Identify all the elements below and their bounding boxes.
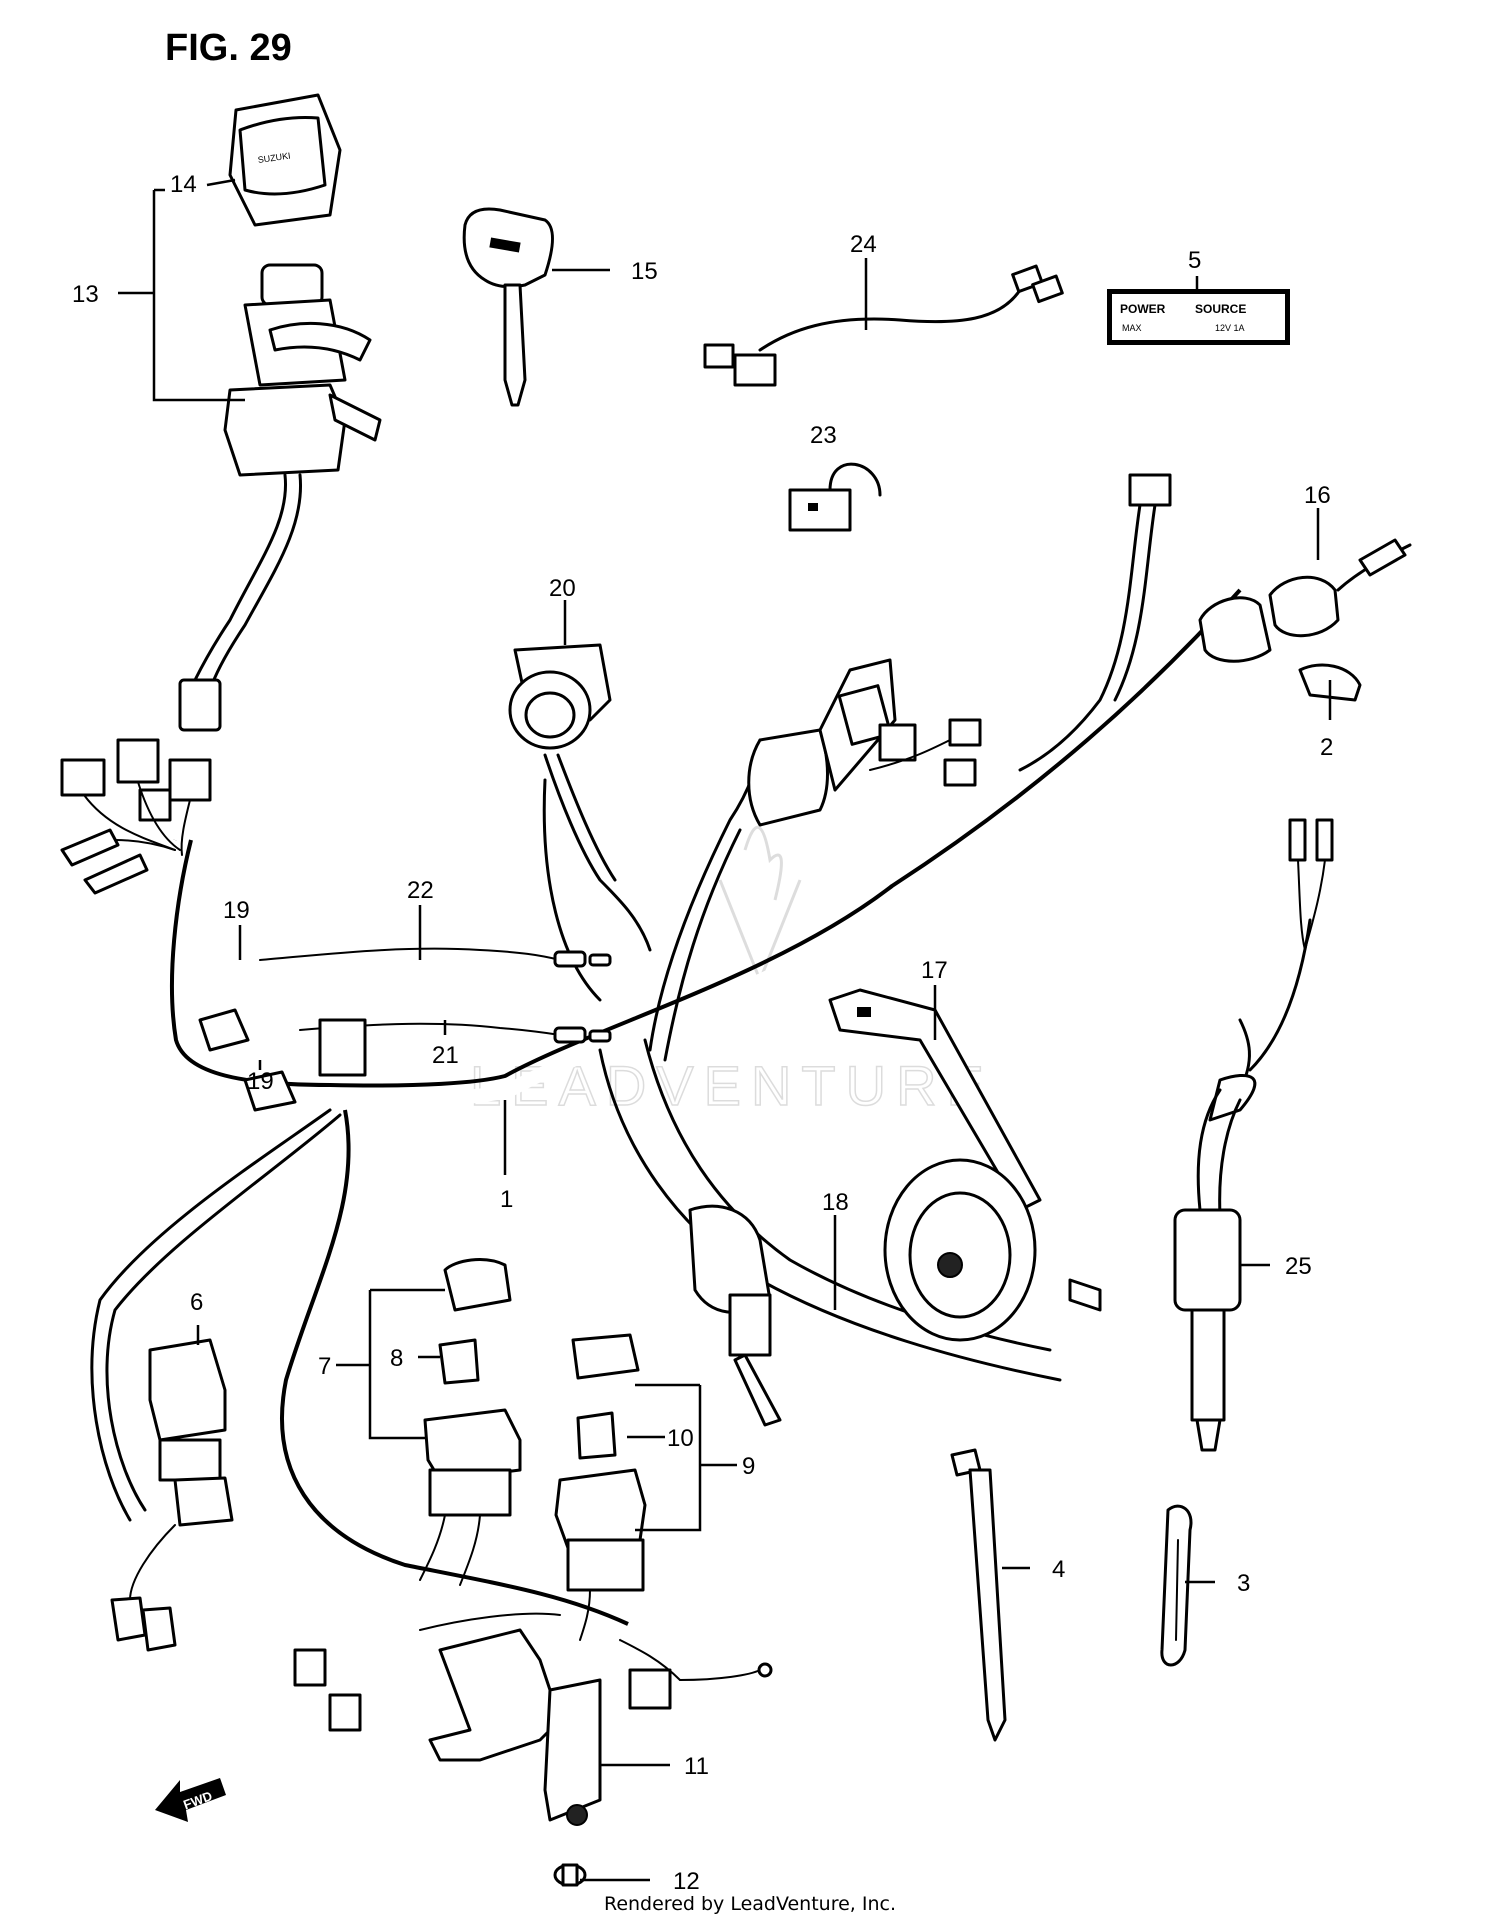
callout-10: 10: [667, 1425, 694, 1452]
horn: [828, 988, 1102, 1342]
callout-17: 17: [921, 957, 948, 984]
ignition-switch: SUZUKI: [178, 93, 382, 732]
svg-text:SOURCE: SOURCE: [1195, 302, 1246, 316]
ignition-key: [462, 207, 554, 407]
callout-4: 4: [1052, 1556, 1065, 1583]
clamp-3: [1160, 1504, 1193, 1667]
lead-wires: [198, 947, 612, 1112]
main-wiring-harness: [90, 588, 1256, 1647]
fwd-arrow: FWD: [155, 1778, 226, 1822]
callout-8: 8: [390, 1345, 403, 1372]
callout-20: 20: [549, 575, 576, 602]
callout-6: 6: [190, 1289, 203, 1316]
svg-text:12V 1A: 12V 1A: [1215, 323, 1245, 333]
callout-24: 24: [850, 231, 877, 258]
callout-19b: 19: [247, 1068, 274, 1095]
callout-11: 11: [684, 1753, 709, 1780]
callout-19a: 19: [223, 897, 250, 924]
callout-21: 21: [432, 1042, 459, 1069]
relay-7: [419, 1258, 522, 1586]
lead-wire-24: [703, 264, 1064, 387]
key-cover-logo: SUZUKI: [257, 151, 291, 165]
bracket-11: [293, 1612, 773, 1887]
relay-9: [554, 1333, 647, 1641]
svg-text:POWER: POWER: [1120, 302, 1166, 316]
callout-23: 23: [810, 422, 837, 449]
connector-cap-23: [788, 462, 882, 532]
callout-1: 1: [500, 1186, 513, 1213]
callout-2: 2: [1320, 734, 1333, 761]
leader-lines: [118, 178, 1332, 1882]
callout-numbers: 1 2 3 4 5 6 7 8 9 10 11 12 13 14 15 16 1…: [72, 171, 1333, 1895]
handlebar-switch: [508, 643, 652, 952]
relay-6: [110, 1338, 234, 1652]
power-source-decal: POWER SOURCE MAX 12V 1A: [1107, 289, 1290, 345]
callout-9: 9: [742, 1453, 755, 1480]
callout-16: 16: [1304, 482, 1331, 509]
ignition-coil-upper: [747, 658, 982, 827]
lower-coil: [688, 1204, 782, 1427]
spark-plug-cap: [1173, 818, 1334, 1452]
figure-title: FIG. 29: [165, 27, 292, 69]
callout-3: 3: [1237, 1570, 1250, 1597]
callout-5: 5: [1188, 247, 1201, 274]
main-fuse-holder: [1018, 473, 1412, 772]
callout-13: 13: [72, 281, 99, 308]
svg-text:MAX: MAX: [1122, 323, 1142, 333]
callout-12: 12: [673, 1868, 700, 1895]
callout-22: 22: [407, 877, 434, 904]
callout-25: 25: [1285, 1253, 1312, 1280]
callout-18: 18: [822, 1189, 849, 1216]
footer-credit: Rendered by LeadVenture, Inc.: [603, 1893, 897, 1915]
callout-14: 14: [170, 171, 197, 198]
callout-7: 7: [318, 1353, 331, 1380]
callout-15: 15: [631, 258, 658, 285]
cable-tie-4: [950, 1448, 1007, 1742]
left-connector-cluster: [60, 738, 212, 895]
